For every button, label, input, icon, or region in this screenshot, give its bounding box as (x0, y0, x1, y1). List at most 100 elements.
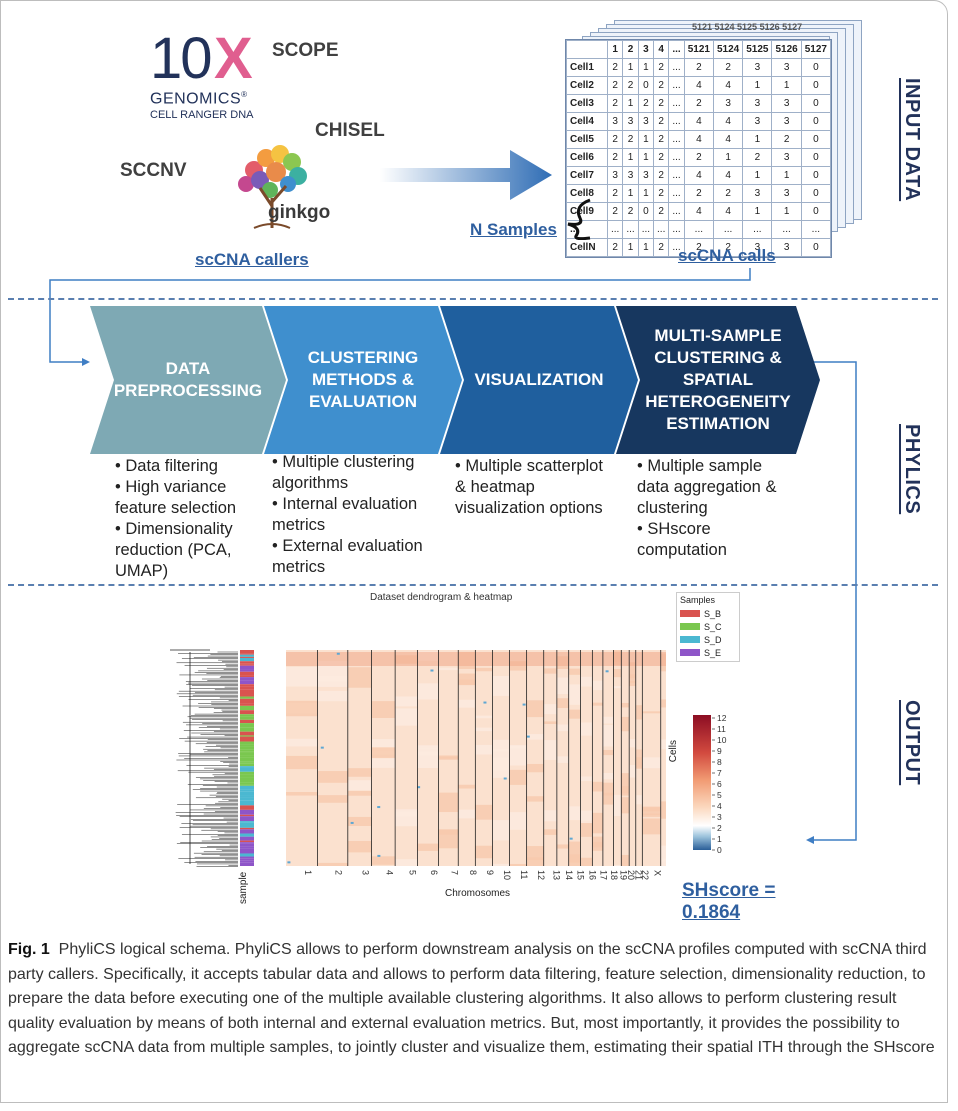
sample-strip-cell (240, 677, 254, 681)
brace-icon (567, 198, 591, 240)
bullet-text: • Dimensionality (115, 520, 233, 538)
sample-strip-cell (240, 675, 254, 678)
heatmap-band (660, 699, 666, 708)
heatmap-band (642, 711, 661, 714)
bullet-text: metrics (272, 516, 326, 534)
ginkgo-tree-icon (238, 145, 307, 229)
heatmap-band (629, 674, 636, 683)
cna-heatmap (286, 650, 666, 866)
heatmap-band (317, 771, 348, 783)
chromosome-tick-label: 21 (633, 870, 643, 880)
sample-strip-cell (240, 714, 254, 717)
sample-strip-cell (240, 822, 254, 826)
heatmap-band (475, 744, 493, 755)
sample-strip-cell (240, 703, 254, 706)
bullet-text: • High variance (115, 478, 227, 496)
chromosome-tick-label: 8 (468, 870, 478, 875)
sample-strip-cell (240, 744, 254, 747)
sample-strip-cell (240, 840, 254, 843)
heatmap-spot (522, 703, 526, 706)
sample-strip-cell (240, 767, 254, 772)
sample-strip-cell (240, 749, 254, 752)
heatmap-band (602, 792, 614, 805)
sample-strip-cell (240, 829, 254, 834)
heatmap-band (592, 702, 603, 706)
sample-strip-cell (240, 762, 254, 764)
heatmap-spot (483, 701, 487, 704)
sample-strip-cell (240, 656, 254, 658)
sample-strip-cell (240, 836, 254, 841)
step-data-preprocessing: DATA PREPROCESSING (90, 306, 286, 454)
heatmap-band (642, 757, 661, 769)
heatmap-band (543, 810, 557, 822)
heatmap-band (592, 812, 603, 834)
side-label-phylics: PHYLICS (901, 424, 923, 515)
sample-strip-cell (240, 751, 254, 753)
heatmap-band (417, 745, 439, 750)
heatmap-band (543, 740, 557, 760)
heatmap-band (580, 810, 593, 824)
heatmap-band (556, 844, 569, 849)
sample-strip-cell (240, 746, 254, 750)
table-cell: 0 (800, 166, 831, 185)
legend-swatch (680, 610, 700, 617)
colorbar-tick-label: 10 (717, 735, 727, 745)
colorbar-tick-label: 6 (717, 779, 722, 789)
chromosome-tick-label: 12 (536, 870, 546, 880)
legend-title: Samples (680, 595, 716, 605)
bullet-text: reduction (PCA, (115, 541, 232, 559)
heatmap-band (371, 701, 396, 718)
heatmap-band (286, 755, 318, 770)
heatmap-band (475, 845, 493, 859)
dendrogram (170, 649, 238, 867)
heatmap-band (568, 854, 581, 866)
heatmap-band (509, 812, 527, 830)
chromosome-tick-label: 20 (626, 870, 636, 880)
bullet-text: • Internal evaluation (272, 495, 418, 513)
bullet-text: metrics (272, 558, 326, 576)
heatmap-band (438, 667, 459, 671)
sample-strip-cell (240, 727, 254, 732)
heatmap-band (660, 845, 666, 862)
heatmap-spot (605, 670, 609, 673)
heatmap-band (602, 716, 614, 724)
sample-strip-cell (240, 684, 254, 687)
heatmap-band (629, 765, 636, 778)
sample-strip-cell (240, 846, 254, 849)
heatmap-band (592, 781, 603, 792)
samples-legend: Samples S_B S_C S_D S_E (676, 592, 740, 662)
sample-strip-cell (240, 766, 254, 768)
heatmap-band (509, 745, 527, 766)
colorbar-tick-label: 5 (717, 790, 722, 800)
heatmap-band (642, 806, 661, 815)
table-cell: 0 (800, 76, 831, 95)
sample-strip-cell (240, 761, 254, 763)
sample-strip-cell (240, 833, 254, 837)
colorbar-tick-label: 2 (717, 823, 722, 833)
heatmap-band (347, 816, 372, 826)
heatmap-band (629, 739, 636, 748)
bullet-text: data aggregation & (637, 478, 777, 496)
heatmap-band (286, 700, 318, 717)
sample-strip (240, 650, 254, 866)
chromosome-tick-label: 10 (502, 870, 512, 880)
heatmap-spot (526, 735, 530, 738)
heatmap-band (371, 856, 396, 865)
heatmap-band (642, 818, 661, 835)
sample-strip-cell (240, 795, 254, 798)
sample-strip-cell (240, 821, 254, 823)
colorbar-tick-label: 12 (717, 713, 727, 723)
legend-label: S_D (704, 634, 722, 645)
heatmap-spot (350, 821, 354, 824)
sample-strip-cell (240, 842, 254, 844)
logo-x: X (214, 26, 253, 91)
heatmap-band (580, 776, 593, 782)
chromosome-tick-label: 2 (334, 870, 344, 875)
heatmap-band (475, 727, 493, 732)
sample-strip-cell (240, 809, 254, 815)
